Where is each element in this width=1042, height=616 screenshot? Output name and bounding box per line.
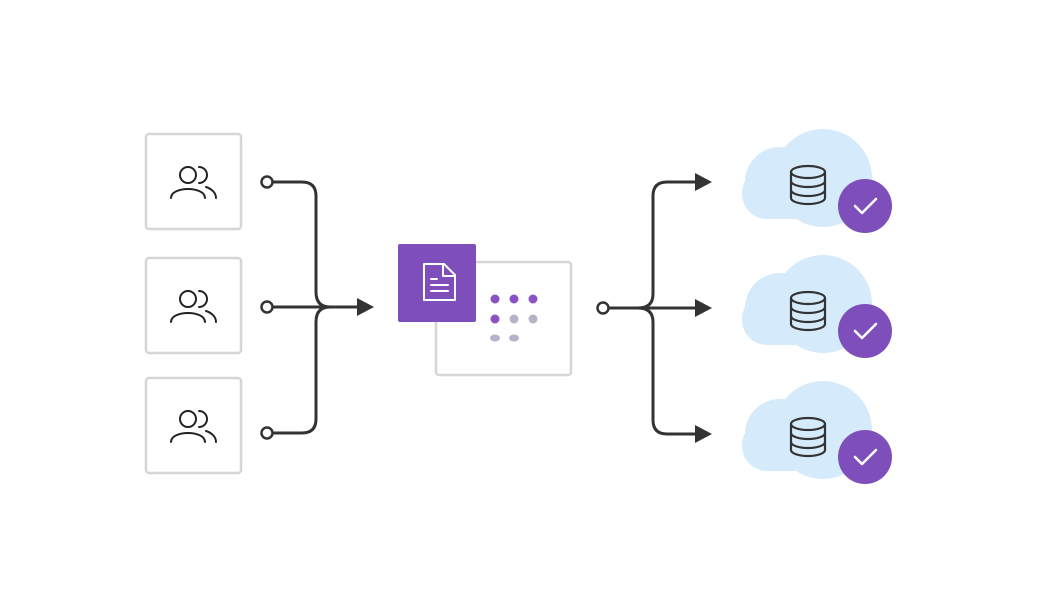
target-cloud-database-2: [742, 255, 892, 358]
connector-line-3: [270, 305, 332, 435]
converging-connectors: [270, 180, 362, 435]
diverging-connectors: [607, 180, 700, 436]
connector-origin-nodes: [260, 175, 274, 440]
branch-line-1: [607, 180, 700, 310]
branch-line-3: [636, 306, 700, 436]
distribution-origin-node: [596, 301, 610, 315]
branch-arrowheads: [695, 173, 712, 443]
check-badge: [838, 430, 892, 484]
check-badge: [838, 179, 892, 233]
users-icon: [170, 410, 217, 443]
hub-processor: [398, 244, 573, 377]
source-user-box-1: [144, 132, 243, 231]
document-icon: [423, 263, 456, 301]
hub-document-tile: [398, 244, 476, 322]
source-user-box-2: [144, 256, 243, 355]
database-icon: [789, 416, 827, 458]
database-icon: [789, 290, 827, 332]
connector-node-2: [260, 300, 274, 314]
target-cloud-database-1: [742, 129, 892, 233]
users-icon: [170, 166, 217, 199]
connector-line-1: [270, 180, 362, 309]
connector-node-3: [260, 426, 274, 440]
branch-arrowhead-1: [695, 173, 712, 191]
users-icon: [170, 290, 217, 323]
check-badge: [838, 304, 892, 358]
check-icon: [853, 322, 878, 340]
source-user-box-3: [144, 376, 243, 475]
check-icon: [853, 197, 878, 215]
check-icon: [853, 448, 878, 466]
connector-node-1: [260, 175, 274, 189]
branch-arrowhead-3: [695, 425, 712, 443]
converge-arrowhead: [357, 298, 374, 316]
dot-grid-icon: [490, 294, 538, 342]
target-cloud-database-3: [742, 381, 892, 484]
branch-arrowhead-2: [695, 299, 712, 317]
database-icon: [789, 164, 827, 206]
